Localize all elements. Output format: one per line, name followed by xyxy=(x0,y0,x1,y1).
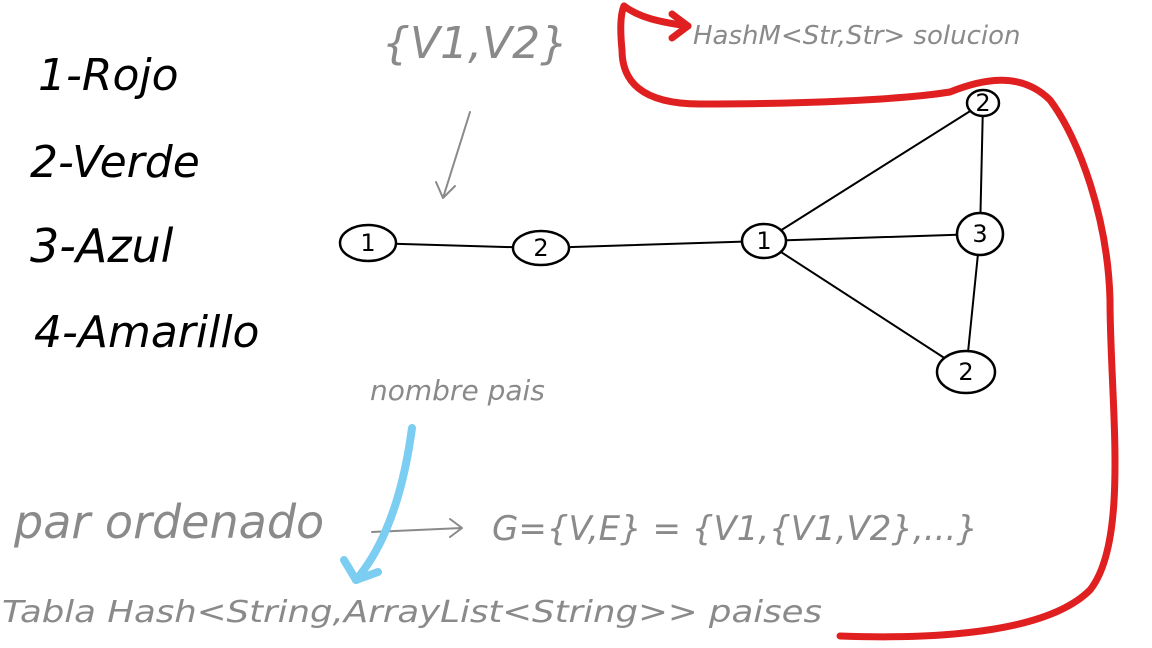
graph-edge-b-c xyxy=(540,240,765,249)
node-circle xyxy=(511,229,571,267)
graph-node-f: 2 xyxy=(935,349,997,395)
color-legend: 1-Rojo 2-Verde 3-Azul 4-Amarillo xyxy=(30,50,259,358)
graph-edge-c-d xyxy=(763,102,984,242)
country-name-label: nombre pais xyxy=(370,374,545,407)
node-label: 2 xyxy=(975,89,990,117)
node-circle xyxy=(955,211,1005,257)
vertex-pair-label: {V1,V2} xyxy=(382,18,568,69)
graph-node-e: 3 xyxy=(955,211,1005,257)
graph-edge-e-f xyxy=(965,233,981,373)
node-label: 2 xyxy=(958,358,973,386)
graph-node-c: 1 xyxy=(740,222,788,260)
graph-node-b: 2 xyxy=(511,229,571,267)
node-label: 1 xyxy=(756,227,771,255)
legend-item-rojo: 1-Rojo xyxy=(38,50,179,101)
node-circle xyxy=(935,349,997,395)
pencil-annotations: {V1,V2} HashM<Str,Str> solucion nombre p… xyxy=(2,18,1021,630)
node-circle xyxy=(965,88,1001,118)
legend-item-amarillo: 4-Amarillo xyxy=(34,307,259,358)
graph-node-a: 1 xyxy=(338,223,398,263)
graph-edge-c-f xyxy=(763,240,967,373)
legend-item-verde: 2-Verde xyxy=(30,137,200,188)
node-label: 1 xyxy=(360,229,375,257)
graph-edge-c-e xyxy=(763,233,981,242)
graph-definition-label: G={V,E} = {V1,{V1,V2},...} xyxy=(492,509,978,549)
hashmap-solution-label: HashM<Str,Str> solucion xyxy=(693,21,1021,51)
pencil-arrows xyxy=(371,111,471,538)
node-label: 3 xyxy=(972,220,987,248)
hash-table-label: Tabla Hash<String,ArrayList<String>> pai… xyxy=(2,595,822,630)
arrow-to-edge xyxy=(435,111,471,199)
node-label: 2 xyxy=(533,234,548,262)
legend-item-azul: 3-Azul xyxy=(30,219,174,273)
node-circle xyxy=(740,222,788,260)
blue-arrow xyxy=(340,424,416,584)
graph-nodes: 1 2 1 2 3 2 xyxy=(338,88,1005,395)
red-arrow-loop xyxy=(617,2,1119,641)
graph-node-d: 2 xyxy=(965,88,1001,118)
node-circle xyxy=(338,223,398,263)
ordered-pair-label: par ordenado xyxy=(13,495,324,549)
